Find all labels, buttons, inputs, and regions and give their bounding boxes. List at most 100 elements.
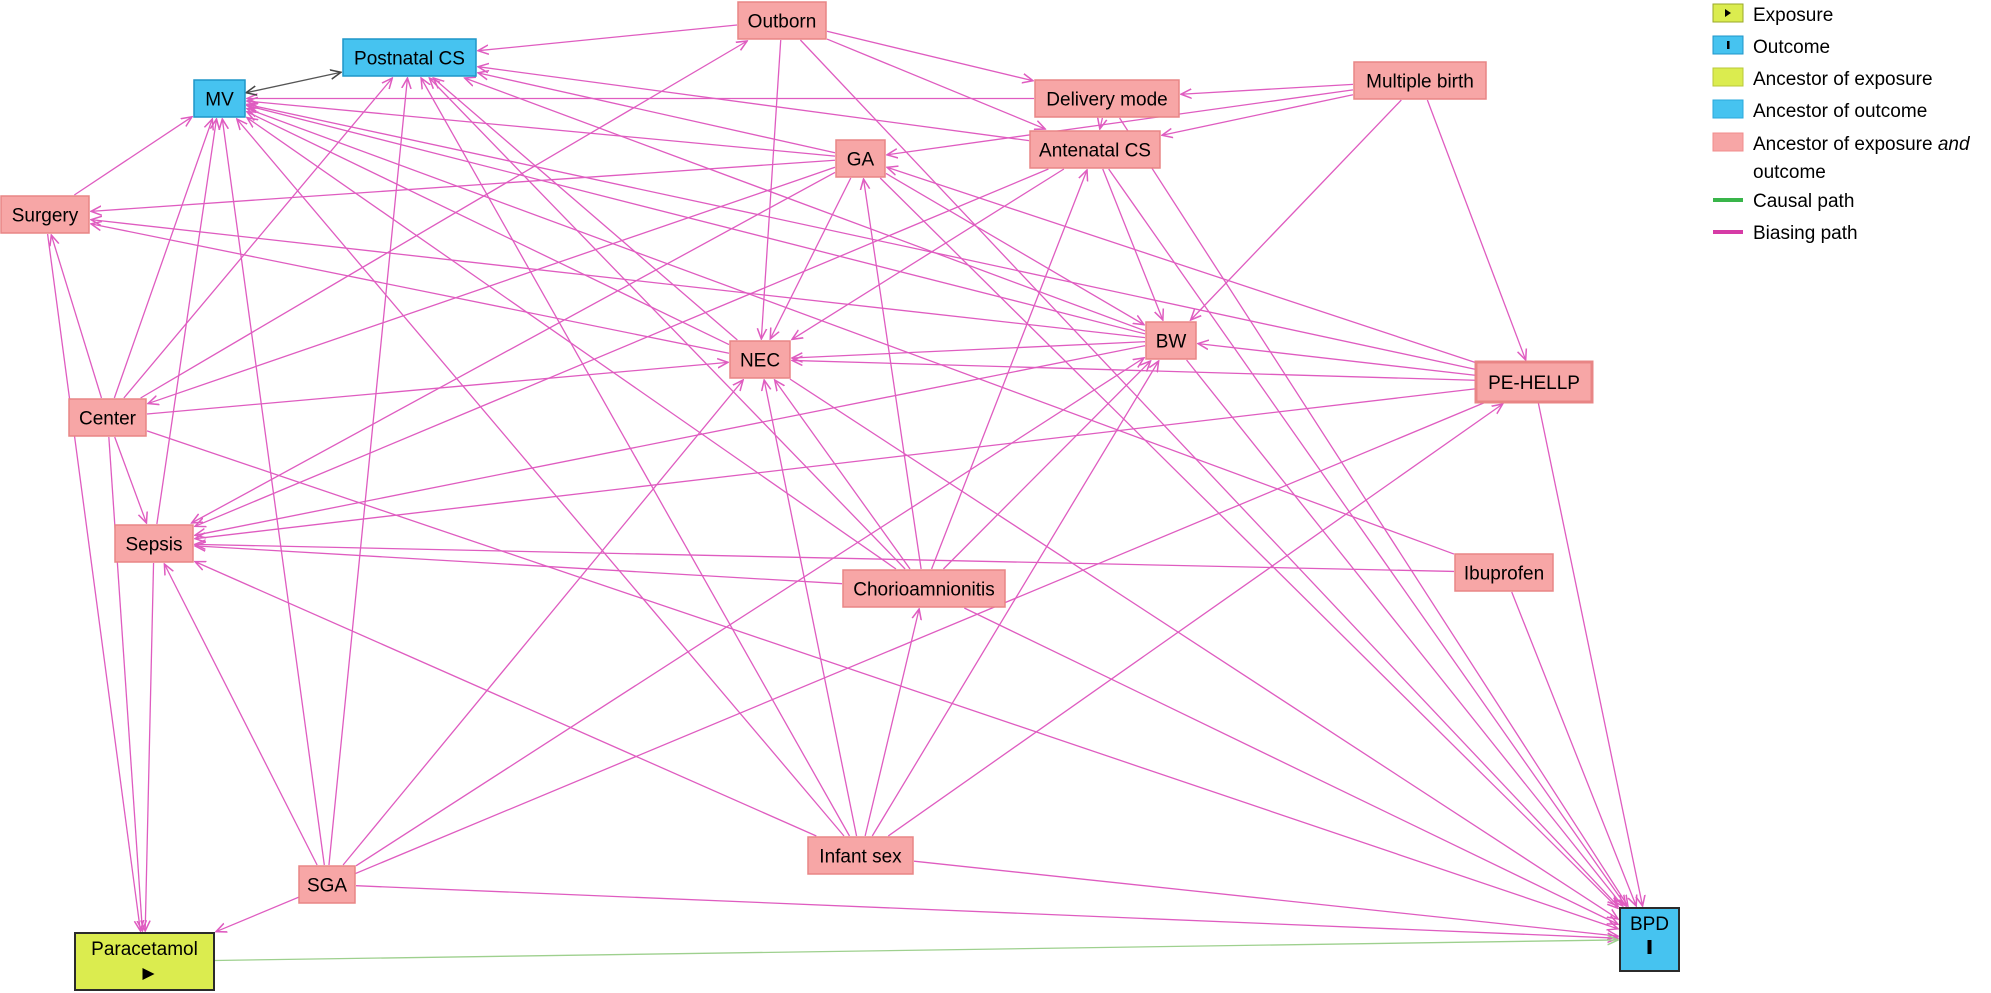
edge-bw-to-surgery bbox=[91, 220, 1146, 339]
exposure-marker-icon bbox=[1725, 9, 1731, 17]
node-delivery-mode: Delivery mode bbox=[1034, 79, 1180, 118]
node-postnatal-cs: Postnatal CS bbox=[342, 38, 477, 77]
node-label: Center bbox=[79, 409, 137, 430]
edge-antenatal_cs-to-postnatal_cs bbox=[478, 67, 1030, 142]
node-box bbox=[0, 195, 90, 234]
legend-swatch-ancestor-outcome bbox=[1712, 99, 1744, 119]
edge-sga-to-mv bbox=[222, 119, 325, 866]
edge-bw-to-mv bbox=[247, 105, 1146, 335]
edge-chorio-to-ga bbox=[864, 179, 922, 570]
node-label: Outborn bbox=[748, 12, 817, 33]
edge-infant_sex-to-mv bbox=[237, 119, 845, 837]
edge-center-to-postnatal_cs bbox=[123, 78, 392, 399]
node-box bbox=[737, 1, 827, 40]
edge-bw-to-sepsis bbox=[195, 345, 1146, 536]
edge-delivery_mode-to-bpd bbox=[1119, 117, 1628, 906]
edge-sepsis-to-paracetamol bbox=[145, 562, 155, 931]
edge-sga-to-nec bbox=[342, 380, 743, 866]
node-box bbox=[298, 865, 356, 904]
node-sga: SGA bbox=[298, 865, 356, 904]
edge-pe_hellp-to-nec bbox=[792, 360, 1476, 381]
legend-item-ancestor-both: Ancestor of exposure and outcome bbox=[1712, 132, 1971, 183]
node-label: MV bbox=[205, 90, 234, 111]
edge-ga-to-bw bbox=[885, 172, 1144, 324]
edge-center-to-paracetamol bbox=[108, 436, 143, 931]
edge-infant_sex-to-bpd bbox=[913, 860, 1618, 936]
node-mv: MV bbox=[193, 79, 246, 118]
edge-infant_sex-to-postnatal_cs bbox=[421, 78, 851, 837]
node-label: PE-HELLP bbox=[1488, 373, 1580, 394]
node-box bbox=[835, 139, 886, 178]
node-box bbox=[68, 398, 147, 437]
edge-ga-to-sepsis bbox=[192, 171, 836, 523]
edge-sga-to-bw bbox=[355, 358, 1144, 867]
edge-antenatal_cs-to-sepsis bbox=[195, 168, 1049, 526]
edge-mv-to-postnatal_cs bbox=[246, 72, 341, 93]
node-box bbox=[1454, 553, 1554, 592]
node-box bbox=[342, 38, 477, 77]
edge-bw-to-postnatal_cs bbox=[465, 78, 1146, 332]
legend-item-biasing-path: Biasing path bbox=[1713, 223, 1858, 244]
node-label: Paracetamol bbox=[91, 939, 198, 960]
edge-chorio-to-sepsis bbox=[195, 546, 843, 585]
node-box bbox=[729, 340, 791, 379]
edge-chorio-to-postnatal_cs bbox=[429, 78, 906, 570]
node-ibuprofen: Ibuprofen bbox=[1454, 553, 1554, 592]
node-box bbox=[114, 524, 194, 563]
edge-infant_sex-to-sepsis bbox=[195, 562, 817, 837]
edge-pe_hellp-to-mv bbox=[247, 104, 1476, 370]
exposure-marker-icon bbox=[142, 968, 155, 980]
node-box bbox=[1034, 79, 1180, 118]
edge-center-to-nec bbox=[146, 362, 728, 415]
node-bpd: BPD bbox=[1619, 907, 1680, 972]
legend-swatch-ancestor-exposure bbox=[1712, 67, 1744, 87]
outcome-marker-icon bbox=[1727, 41, 1730, 49]
node-center: Center bbox=[68, 398, 147, 437]
legend-item-exposure: Exposure bbox=[1712, 3, 1833, 26]
legend-swatch-ancestor-both bbox=[1712, 132, 1744, 152]
node-pe-hellp: PE-HELLP bbox=[1474, 360, 1594, 404]
node-box bbox=[1353, 61, 1487, 100]
edge-ga-to-nec bbox=[770, 177, 852, 339]
node-box bbox=[842, 569, 1006, 608]
legend-label-line2: outcome bbox=[1753, 162, 1826, 183]
edge-pe_hellp-to-bw bbox=[1198, 344, 1476, 376]
edge-sepsis-to-mv bbox=[156, 119, 217, 525]
edge-nec-to-mv bbox=[247, 112, 730, 346]
legend: Exposure Outcome Ancestor of exposure An… bbox=[1712, 3, 1971, 244]
node-label: Infant sex bbox=[819, 847, 902, 868]
edge-ibuprofen-to-mv bbox=[247, 109, 1455, 555]
edge-pe_hellp-to-ga bbox=[887, 167, 1476, 364]
edges-layer bbox=[46, 24, 1643, 962]
edge-nec-to-postnatal_cs bbox=[433, 78, 738, 341]
node-label: Surgery bbox=[12, 206, 79, 227]
edge-ga-to-mv bbox=[247, 101, 836, 157]
edge-infant_sex-to-chorio bbox=[864, 609, 919, 837]
edge-ga-to-postnatal_cs bbox=[478, 73, 836, 154]
edge-outborn-to-antenatal_cs bbox=[826, 38, 1045, 129]
edge-infant_sex-to-nec bbox=[764, 380, 858, 837]
legend-label: Exposure bbox=[1753, 5, 1833, 26]
edge-sga-to-postnatal_cs bbox=[328, 78, 408, 866]
node-box bbox=[1619, 907, 1680, 972]
edge-chorio-to-nec bbox=[775, 380, 911, 570]
node-nec: NEC bbox=[729, 340, 791, 379]
legend-label: Ancestor of exposure and bbox=[1753, 134, 1971, 155]
node-label: Delivery mode bbox=[1046, 90, 1167, 111]
node-label: Chorioamnionitis bbox=[853, 580, 995, 601]
edge-center-to-sepsis bbox=[114, 436, 147, 523]
edge-delivery_mode-to-antenatal_cs bbox=[1100, 118, 1103, 129]
edge-multiple_birth-to-ga bbox=[887, 89, 1354, 155]
node-label: SGA bbox=[307, 876, 347, 897]
legend-swatch-biasing-line bbox=[1713, 230, 1743, 234]
causal-edge-paracetamol-to-bpd bbox=[214, 940, 1618, 962]
legend-label: Biasing path bbox=[1753, 223, 1858, 244]
edge-infant_sex-to-pe_hellp bbox=[887, 404, 1502, 837]
legend-label: Ancestor of exposure bbox=[1753, 69, 1933, 90]
edge-outborn-to-bpd bbox=[799, 39, 1618, 906]
node-paracetamol: Paracetamol bbox=[74, 932, 215, 991]
node-box bbox=[1029, 130, 1161, 169]
node-chorio: Chorioamnionitis bbox=[842, 569, 1006, 608]
